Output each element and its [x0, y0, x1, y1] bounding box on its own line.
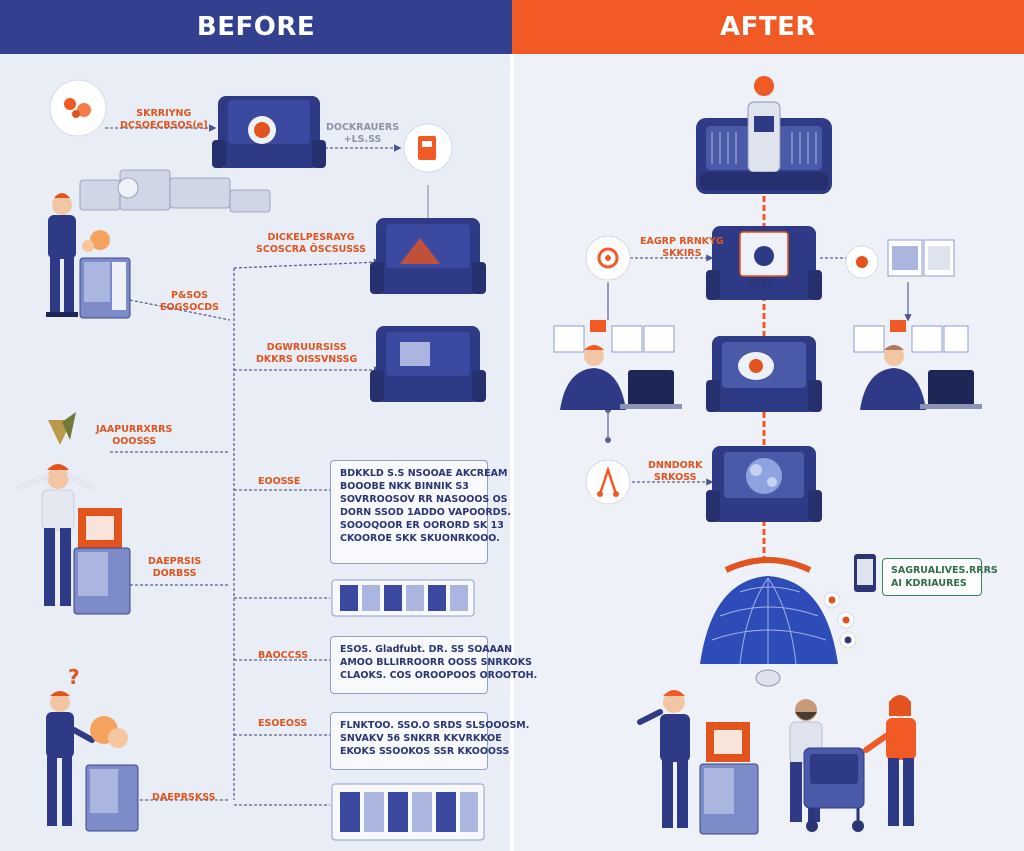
sofa-2-icon	[370, 185, 486, 294]
before-label-1: DICKELPESRAYG SCOSCRA ÖSCSUSSS	[256, 232, 366, 255]
dashboard-thumbnail-icon	[845, 239, 955, 279]
worker-right-icon	[853, 320, 982, 410]
before-label-8: ESOEOSS	[258, 718, 308, 729]
team-member-1-icon	[637, 690, 690, 828]
sofa-top-icon	[212, 96, 326, 168]
clutter-top-icon	[79, 169, 271, 213]
before-label-7: BAOCCSS	[258, 650, 309, 661]
before-textbox-3: FLNKTOO. SSO.O SRDS SLSOOOSM. SNVAKV 56 …	[330, 712, 529, 770]
phone-icon	[854, 554, 876, 592]
panel-divider	[510, 54, 514, 851]
device-circle-icon	[403, 123, 453, 173]
chip-label: ESRK	[748, 279, 775, 289]
gear-circle-icon	[585, 235, 631, 281]
worker-left-icon	[553, 320, 682, 410]
after-header: AFTER	[512, 0, 1024, 54]
before-label-top-1: SKRRIYNG DCSOECBSOS(e]	[120, 108, 208, 131]
person-2-icon	[17, 412, 95, 606]
chip-sofa-icon	[706, 226, 822, 300]
before-label-4: JAAPURRXRRS OOOSSS	[96, 424, 173, 447]
network-sofa-icon	[706, 446, 822, 522]
cart-icon	[803, 747, 865, 832]
document-strip-2-icon	[331, 783, 485, 841]
machine-3-icon	[85, 716, 139, 832]
document-strip-1-icon	[331, 579, 475, 617]
machine-2-icon	[73, 508, 131, 615]
before-textbox-2: ESOS. Gladfubt. DR. SS SOAAAN AMOO BLLIR…	[330, 636, 537, 694]
after-label-1: EAGRP RRNKYG SKKIRS	[640, 236, 724, 259]
before-textbox-1: BDKKLD S.S NSOOAE AKCREAM BOOOBE NKK BIN…	[330, 460, 511, 564]
before-label-6: DAEPRSIS DORBSS	[148, 556, 202, 579]
team-member-3-icon	[863, 695, 916, 826]
sofa-3-icon	[370, 326, 486, 402]
after-greenbox: SAGRUALIVES.RRRS AI KDRIAURES	[882, 558, 998, 596]
before-connectors	[105, 124, 402, 806]
before-label-2: P&SOS EOGSOCDS	[160, 290, 219, 313]
gears-circle-icon	[49, 79, 107, 137]
scooter-circle-icon	[585, 459, 631, 505]
center-sofa-icon	[706, 336, 822, 412]
machine-1-icon	[79, 230, 131, 319]
person-3-icon: ?	[46, 665, 95, 826]
globe-dome-icon	[700, 557, 857, 687]
svg-text:?: ?	[68, 665, 80, 689]
before-label-5: EOOSSE	[258, 476, 301, 487]
team-machine-icon	[699, 722, 759, 835]
robot-server-icon	[696, 76, 832, 194]
person-1-icon	[46, 193, 78, 317]
before-header: BEFORE	[0, 0, 512, 54]
before-label-3: DGWRUURSISS DKKRS OISSVNSSG	[256, 342, 358, 365]
after-label-2: DNNDORK SRKOSS	[648, 460, 703, 483]
before-label-top-2: DOCKRAUERS +LS.SS	[326, 122, 400, 145]
before-label-9: DAEPRSKSS	[152, 792, 216, 803]
